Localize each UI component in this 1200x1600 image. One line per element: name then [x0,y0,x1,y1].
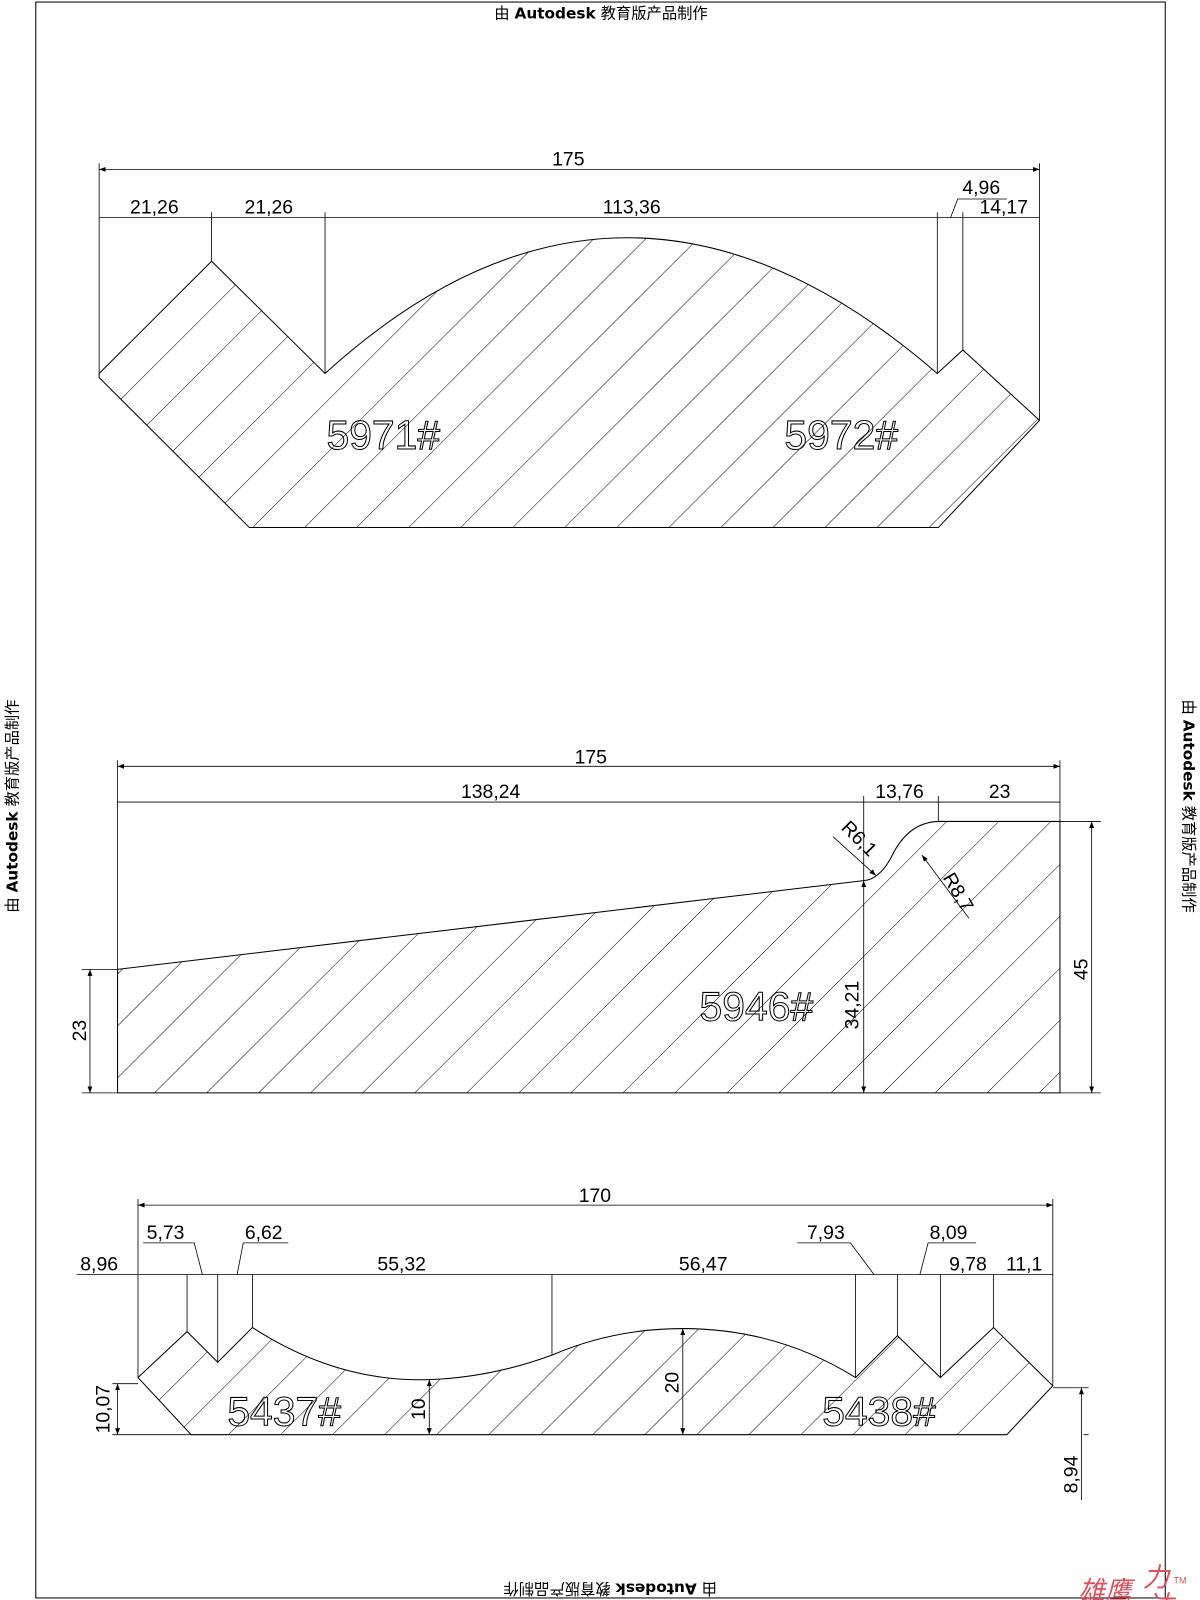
dim: 4,96 [962,177,1000,199]
height-dim: 23 [69,1020,91,1042]
height-dim: 34,21 [842,981,864,1029]
svg-text:力: 力 [1143,1563,1172,1594]
dim: 14,17 [979,196,1028,218]
profile-5946: 175 138,24 13,76 23 R6,1 R8,7 23 34,21 4… [69,746,1101,1094]
dim: 11,1 [1006,1253,1042,1275]
profile-outline [117,820,1061,1094]
profile-outline [137,1326,1054,1436]
part-label: 5437# [227,1389,341,1435]
part-label: 5946# [700,983,814,1029]
svg-text:雄鹰: 雄鹰 [1078,1576,1136,1600]
profile-outline [98,237,1041,529]
dim-total: 175 [575,746,607,768]
profile-5971-5972: 175 21,26 21,26 113,36 4,96 14,17 5971# … [98,148,1041,529]
dim: 9,78 [949,1253,987,1275]
watermark-bottom: 由 Autodesk 教育版产品制作 [503,1580,716,1598]
profile-5437-5438: 170 8,96 5,73 6,62 55,32 56,47 7,93 8,09… [76,1185,1089,1500]
height-dim: 10,07 [92,1385,114,1433]
dim: 8,96 [80,1253,118,1275]
part-label: 5972# [784,412,898,458]
dim: 13,76 [875,781,924,803]
svg-text:达: 达 [1147,1590,1177,1600]
height-dim: 45 [1071,959,1093,981]
height-dim: 20 [662,1372,684,1394]
height-dim: 8,94 [1060,1455,1082,1493]
drawing-frame [35,1,1166,1599]
dim: 6,62 [245,1222,283,1244]
height-dim: 10 [408,1398,430,1420]
dim: 138,24 [461,781,521,803]
dim: 21,26 [245,196,294,218]
part-label: 5438# [822,1389,936,1435]
dim: 5,73 [147,1222,185,1244]
dim: 21,26 [130,196,179,218]
dim: 113,36 [603,196,661,218]
brand-logo: 雄鹰 力 达 TM [1078,1563,1186,1600]
part-label: 5971# [326,412,440,458]
dim: 7,93 [807,1222,845,1244]
dim: 56,47 [679,1253,728,1275]
watermark-top: 由 Autodesk 教育版产品制作 [494,4,707,22]
svg-text:TM: TM [1173,1576,1186,1586]
watermark-left: 由 Autodesk 教育版产品制作 [3,700,21,913]
dim: 55,32 [377,1253,426,1275]
dim: 8,09 [930,1222,968,1244]
dim-total: 170 [579,1185,612,1207]
radius-dim: R6,1 [837,817,882,861]
watermark-right: 由 Autodesk 教育版产品制作 [1180,700,1198,913]
dim: 23 [989,781,1011,803]
dim-total: 175 [552,148,584,170]
